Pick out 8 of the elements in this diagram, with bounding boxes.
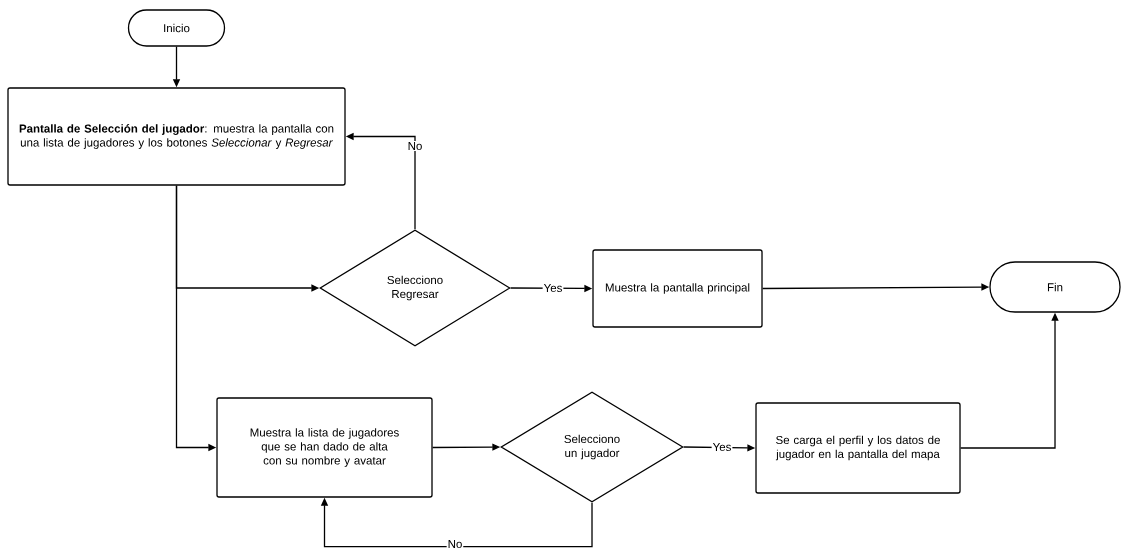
edge-label: No bbox=[446, 539, 464, 549]
process-box: Muestra la pantalla principal bbox=[592, 249, 763, 328]
process-box: Muestra la lista de jugadores que se han dado de alta con su nombre y avatar bbox=[216, 397, 433, 498]
process-box: Se carga el perfil y los datos de jugador en la pantalla del mapa bbox=[755, 402, 961, 494]
edge-label: Yes bbox=[542, 283, 564, 293]
edge-label: No bbox=[406, 141, 424, 151]
edge-label: Yes bbox=[711, 442, 733, 452]
process-box: Pantalla de Selección del jugador: muestra la pantalla con una lista de jugadores y los botones Seleccionar y Regresar bbox=[7, 87, 346, 186]
